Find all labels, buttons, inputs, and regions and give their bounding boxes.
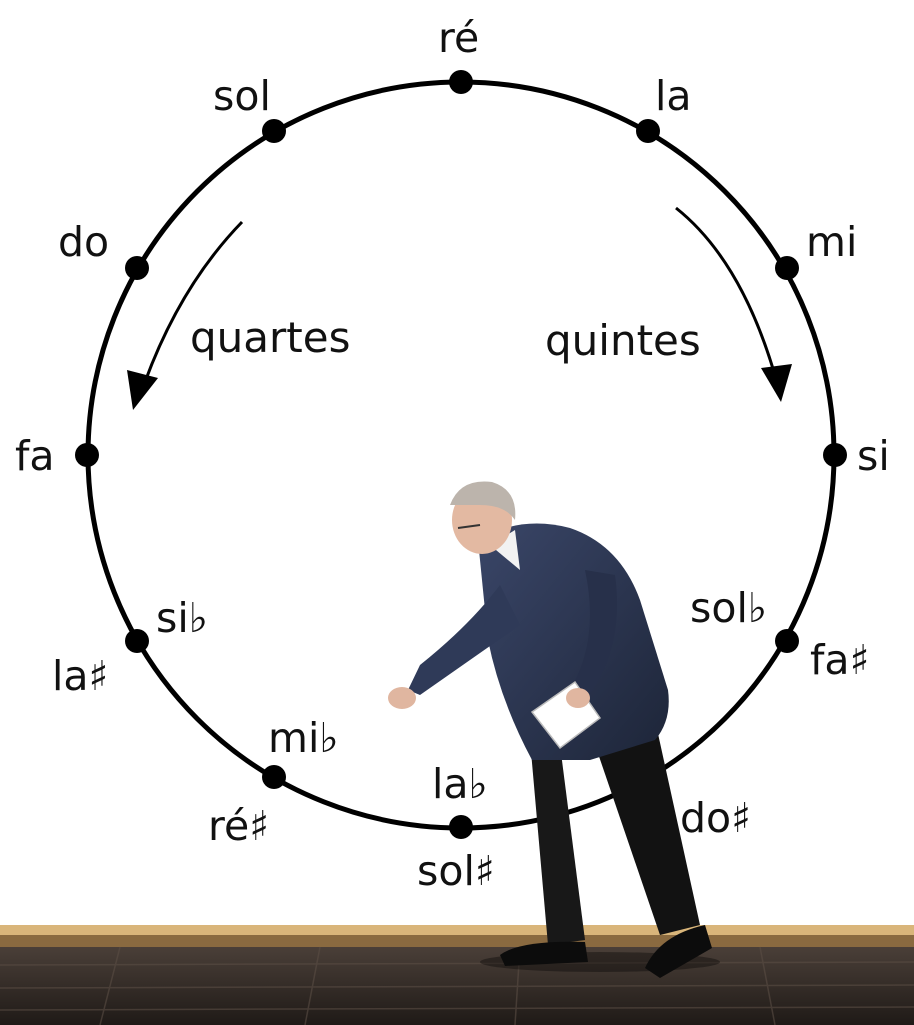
note-dot-mib <box>262 765 286 789</box>
note-dot-si <box>823 443 847 467</box>
quartes-label: quartes <box>190 313 350 362</box>
note-label-mi: mi <box>806 218 857 266</box>
note-label-resharp: ré♯ <box>208 802 269 850</box>
note-label-solsharp: sol♯ <box>417 847 495 895</box>
fifths-circle <box>85 79 837 831</box>
note-dot-lab <box>449 815 473 839</box>
note-label-solb: sol♭ <box>690 584 767 632</box>
presenter-figure <box>388 481 720 978</box>
note-label-si: si <box>857 432 890 480</box>
note-label-mib: mi♭ <box>268 714 339 762</box>
quartes-arrowhead <box>127 370 158 410</box>
note-label-fa: fa <box>15 432 55 480</box>
note-dot-la <box>636 119 660 143</box>
note-label-la: la <box>655 72 692 120</box>
note-dot-fa <box>75 443 99 467</box>
note-label-fasharp: fa♯ <box>810 636 869 684</box>
presenter-arm-left <box>408 585 520 695</box>
quintes-arrow <box>675 206 780 387</box>
note-dot-re <box>449 70 473 94</box>
note-label-sib: si♭ <box>156 594 208 642</box>
note-label-dosharp: do♯ <box>680 794 751 842</box>
presenter-shoe-right <box>645 925 712 978</box>
presenter-leg-left <box>530 740 585 945</box>
note-label-lab: la♭ <box>432 760 488 808</box>
note-label-do: do <box>58 218 109 266</box>
presenter-hair <box>450 481 516 520</box>
note-dot-sol <box>262 119 286 143</box>
note-dot-solb <box>775 629 799 653</box>
stage-floor <box>0 925 914 1025</box>
note-label-re: ré <box>438 14 479 62</box>
quartes-arrow <box>138 220 244 397</box>
presenter-collar <box>490 530 520 570</box>
note-dot-mi <box>775 256 799 280</box>
quintes-arrowhead <box>761 364 792 402</box>
presenter-leg-right <box>590 720 700 935</box>
note-label-lasharp: la♯ <box>52 652 108 700</box>
presenter-arm-right <box>570 570 617 700</box>
presenter-jacket <box>478 523 669 760</box>
quintes-label: quintes <box>545 316 701 365</box>
presenter-shoe-left <box>500 941 588 966</box>
note-dots <box>75 70 847 839</box>
presenter-hand-left <box>388 687 416 709</box>
presenter-hand-right <box>566 688 590 708</box>
wall-trim <box>0 925 914 935</box>
wall-trim-shadow <box>0 935 914 947</box>
note-dot-do <box>125 256 149 280</box>
note-label-sol: sol <box>213 72 271 120</box>
note-dot-sib <box>125 629 149 653</box>
